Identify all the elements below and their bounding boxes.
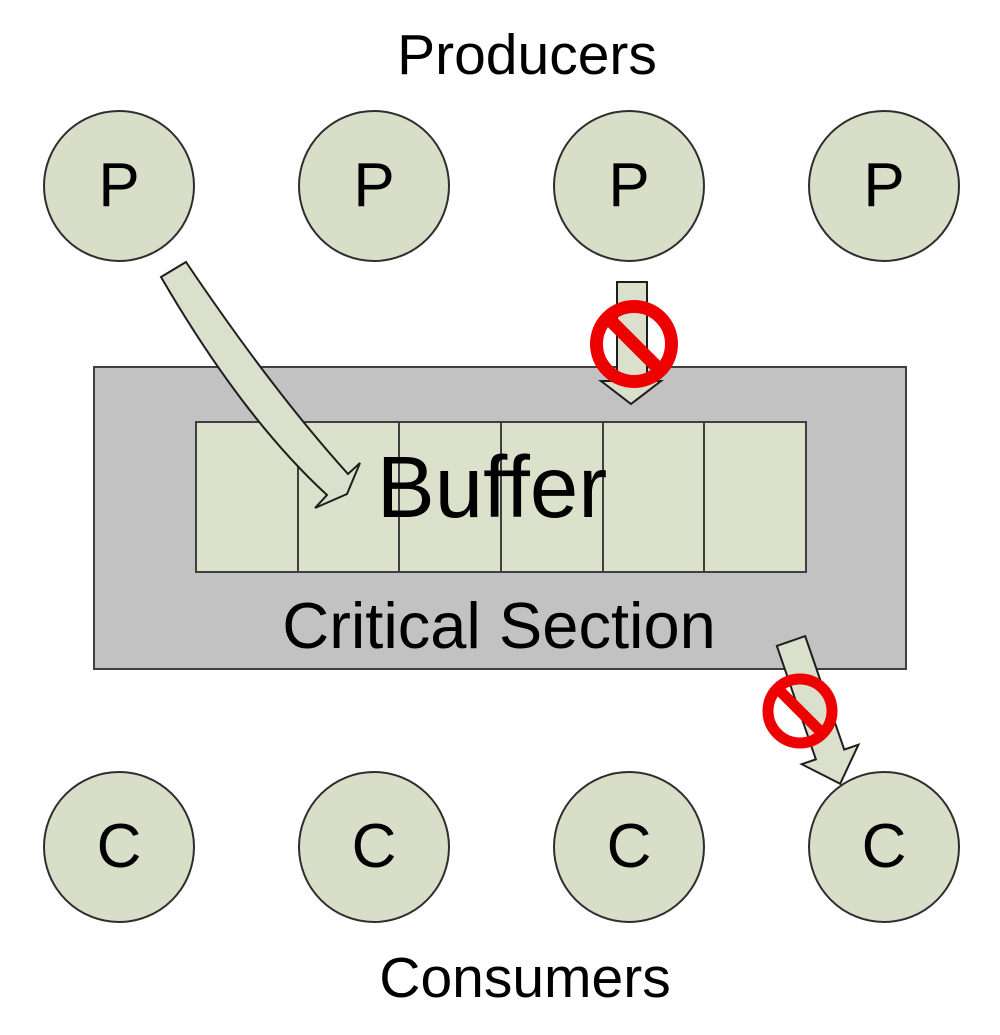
buffer-cell: [502, 423, 604, 571]
producer-label: P: [863, 151, 905, 220]
producer-node-3: P: [553, 110, 705, 262]
consumer-label: C: [351, 812, 397, 881]
producer-node-4: P: [808, 110, 960, 262]
producer-label: P: [608, 151, 650, 220]
consumer-node-3: C: [553, 771, 705, 923]
buffer-cell: [299, 423, 401, 571]
consumer-label: C: [606, 812, 652, 881]
consumer-node-2: C: [298, 771, 450, 923]
buffer-cell: [705, 423, 805, 571]
producer-label: P: [98, 151, 140, 220]
producer-node-1: P: [43, 110, 195, 262]
buffer-cell: [197, 423, 299, 571]
buffer-cell: [400, 423, 503, 571]
buffer-cell: [604, 423, 706, 571]
consumer-label: C: [861, 812, 907, 881]
producer-label: P: [353, 151, 395, 220]
no-entry-icon: [762, 673, 838, 749]
consumers-title: Consumers: [379, 946, 671, 1010]
consumer-node-4: C: [808, 771, 960, 923]
producer-node-2: P: [298, 110, 450, 262]
consumer-label: C: [96, 812, 142, 881]
critical-section-label: Critical Section: [282, 589, 716, 662]
producers-title: Producers: [397, 23, 657, 87]
consumer-node-1: C: [43, 771, 195, 923]
buffer-label: Buffer: [376, 439, 608, 536]
